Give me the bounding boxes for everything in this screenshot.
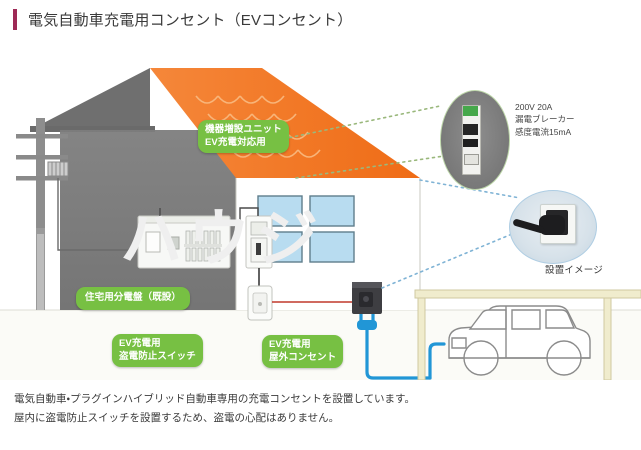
- callout-outdoor-outlet-line2: 屋外コンセント: [269, 351, 337, 363]
- callout-outdoor-outlet-line1: EV充電用: [269, 339, 311, 350]
- theft-prevention-switch: [247, 268, 273, 321]
- breaker-spec-line2: 漏電ブレーカー: [515, 114, 575, 125]
- breaker-spec-line3: 感度電流15mA: [515, 126, 572, 137]
- house-windows: [257, 195, 355, 263]
- install-image-caption: 設置イメージ: [545, 265, 604, 276]
- charging-cable: [357, 314, 446, 380]
- utility-pole: [16, 118, 138, 310]
- callout-theft-switch: EV充電用 盗電防止スイッチ: [112, 334, 203, 368]
- outdoor-ev-outlet: [352, 282, 382, 314]
- breaker-window: [464, 154, 479, 165]
- page-title: 電気自動車充電用コンセント（EVコンセント）: [28, 11, 353, 29]
- electric-vehicle: [448, 305, 591, 376]
- leader-line-outlet: [381, 179, 521, 289]
- distribution-panel: [137, 215, 231, 269]
- caption-line-2: 屋内に盗電防止スイッチを設置するため、盗電の心配はありません。: [14, 412, 340, 425]
- caption-line-1: 電気自動車・プラグインハイブリッド自動車専用の充電コンセントを設置しています。: [14, 393, 415, 405]
- leader-line-breaker: [277, 105, 445, 179]
- breaker-photo-inset: [440, 90, 510, 190]
- callout-expansion-unit-line2: EV充電対応用: [205, 136, 266, 148]
- callout-expansion-unit: 機器増設ユニット EV充電対応用: [198, 120, 289, 154]
- breaker-row-bottom: [185, 247, 221, 262]
- outlet-photo-inset: [509, 190, 597, 264]
- page-header: 電気自動車充電用コンセント（EVコンセント）: [0, 0, 641, 38]
- breaker-switch-lower: [463, 139, 478, 147]
- breaker-spec-text: 200V 20A 漏電ブレーカー 感度電流15mA: [515, 101, 575, 138]
- breaker-switch-upper: [463, 124, 478, 135]
- callout-theft-switch-line1: EV充電用: [119, 338, 161, 349]
- breaker-spec-line1: 200V 20A: [515, 102, 553, 112]
- callout-expansion-unit-line1: 機器増設ユニット: [205, 124, 282, 135]
- breaker-green-band: [463, 106, 478, 116]
- callout-outdoor-outlet: EV充電用 屋外コンセント: [262, 335, 344, 369]
- carport: [414, 289, 641, 380]
- expansion-unit: [159, 207, 273, 269]
- callout-distribution-panel: 住宅用分電盤（既設）: [76, 287, 191, 310]
- ev-charging-diagram: ハウジ: [0, 38, 641, 380]
- callout-theft-switch-line2: 盗電防止スイッチ: [119, 350, 196, 362]
- callout-distribution-panel-line1: 住宅用分電盤（既設）: [85, 292, 182, 303]
- house-roof-gray-left: [30, 68, 150, 130]
- charging-plug-body: [539, 215, 565, 235]
- description-caption: 電気自動車・プラグインハイブリッド自動車専用の充電コンセントを設置しています。 …: [14, 390, 624, 429]
- title-accent-bar: [13, 8, 17, 30]
